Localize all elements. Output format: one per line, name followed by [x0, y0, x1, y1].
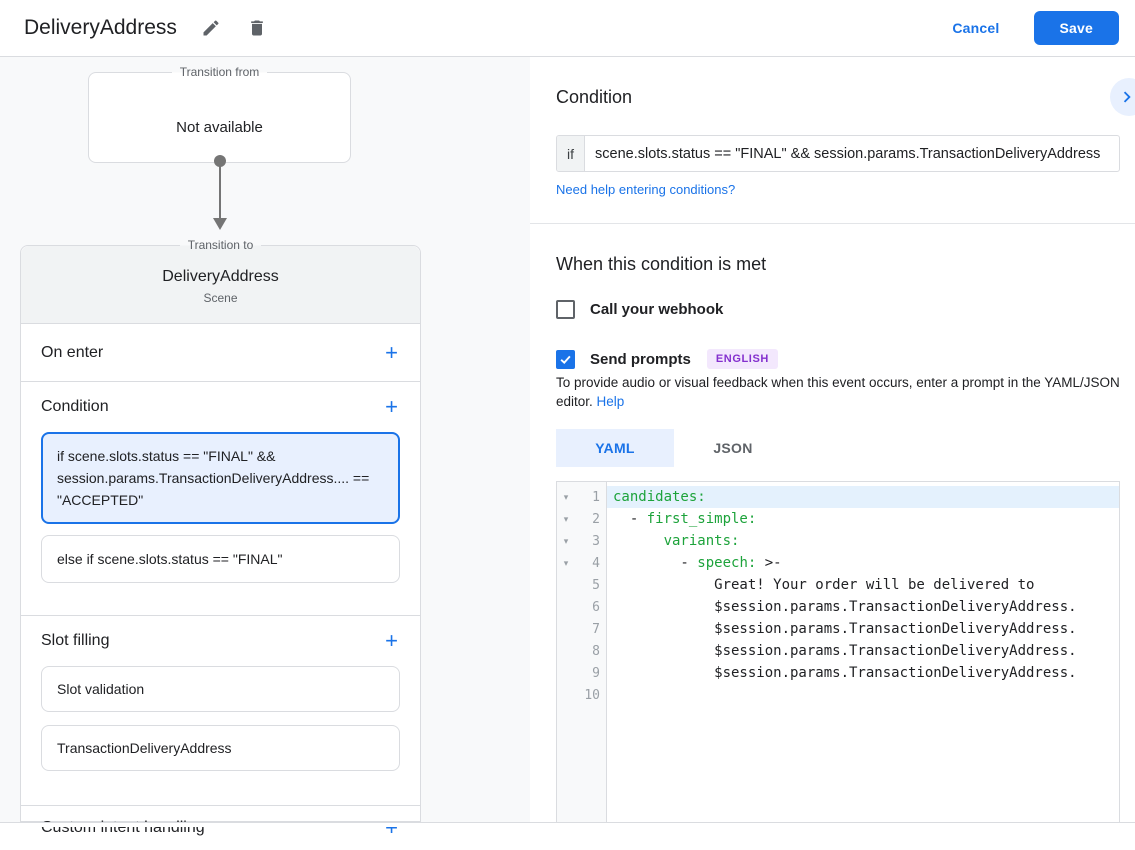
line-number: 8: [592, 643, 600, 659]
line-number: 2: [592, 511, 600, 527]
condition-section-label: Condition: [41, 398, 109, 415]
gutter-row[interactable]: 6: [557, 596, 606, 618]
on-enter-row: On enter +: [21, 324, 420, 382]
send-prompts-row: Send prompts ENGLISH: [556, 349, 778, 369]
condition-section: Condition + if scene.slots.status == "FI…: [21, 382, 420, 616]
page-title: DeliveryAddress: [24, 16, 177, 39]
gutter-row[interactable]: 7: [557, 618, 606, 640]
gutter-row[interactable]: 8: [557, 640, 606, 662]
gutter-row[interactable]: ▾1: [557, 486, 606, 508]
code-line[interactable]: [607, 684, 1119, 706]
gutter-row[interactable]: 5: [557, 574, 606, 596]
line-number: 5: [592, 577, 600, 593]
edit-title-button[interactable]: [199, 16, 223, 40]
language-badge: ENGLISH: [706, 349, 778, 369]
scene-name: DeliveryAddress: [162, 268, 279, 285]
condition-input[interactable]: scene.slots.status == "FINAL" && session…: [595, 145, 1101, 162]
line-number: 4: [592, 555, 600, 571]
send-prompts-checkbox[interactable]: [556, 349, 575, 369]
top-bar: DeliveryAddress Cancel Save: [0, 0, 1135, 57]
prompt-description: To provide audio or visual feedback when…: [556, 375, 1120, 409]
webhook-row: Call your webhook: [556, 300, 723, 319]
code-line[interactable]: variants:: [663, 533, 740, 549]
gutter-row[interactable]: 10: [557, 684, 606, 706]
editor-tabs: YAML JSON: [556, 429, 792, 467]
condition-card[interactable]: else if scene.slots.status == "FINAL": [41, 535, 400, 583]
save-button[interactable]: Save: [1033, 11, 1119, 45]
transition-from-value: Not available: [176, 119, 263, 136]
scene-type-label: Scene: [203, 291, 238, 305]
scene-card-header: DeliveryAddress Scene: [21, 246, 420, 324]
line-number: 10: [584, 687, 600, 703]
send-prompts-label: Send prompts: [590, 350, 691, 368]
trash-icon: [251, 20, 263, 36]
add-on-enter-button[interactable]: +: [385, 339, 398, 365]
add-slot-button[interactable]: +: [385, 628, 398, 653]
fold-arrow-icon[interactable]: ▾: [563, 491, 569, 502]
line-number: 1: [592, 489, 600, 505]
cancel-button[interactable]: Cancel: [952, 20, 1000, 36]
code-line[interactable]: $session.params.TransactionDeliveryAddre…: [613, 643, 1077, 659]
code-line[interactable]: $session.params.TransactionDeliveryAddre…: [613, 599, 1077, 615]
line-number: 9: [592, 665, 600, 681]
call-webhook-label: Call your webhook: [590, 301, 724, 318]
add-custom-intent-button[interactable]: +: [385, 815, 398, 840]
line-number: 6: [592, 599, 600, 615]
collapse-panel-button[interactable]: [1110, 78, 1135, 116]
pencil-icon: [203, 20, 219, 36]
gutter-row[interactable]: ▾2: [557, 508, 606, 530]
add-condition-button[interactable]: +: [385, 394, 398, 419]
section-divider: [530, 223, 1135, 224]
call-webhook-checkbox[interactable]: [556, 300, 575, 319]
slot-filling-section: Slot filling + Slot validation Transacti…: [21, 616, 420, 806]
code-line[interactable]: Great! Your order will be delivered to: [613, 577, 1035, 593]
condition-expression-field: if scene.slots.status == "FINAL" && sess…: [556, 135, 1120, 172]
fold-arrow-icon[interactable]: ▾: [563, 535, 569, 546]
code-line[interactable]: $session.params.TransactionDeliveryAddre…: [613, 621, 1077, 637]
if-prefix-label: if: [557, 136, 585, 171]
on-enter-label: On enter: [41, 343, 104, 361]
editor-code[interactable]: candidates: - first_simple: variants: - …: [607, 482, 1119, 822]
flow-panel: Transition from Not available Transition…: [0, 57, 530, 839]
help-link[interactable]: Help: [596, 394, 625, 409]
line-number: 3: [592, 533, 600, 549]
slot-filling-label: Slot filling: [41, 632, 110, 649]
fold-arrow-icon[interactable]: ▾: [563, 557, 569, 568]
bottom-strip: [0, 822, 1135, 827]
transition-from-label: Transition from: [89, 65, 350, 79]
checkmark-icon: [560, 355, 571, 364]
scene-card: Transition to DeliveryAddress Scene On e…: [20, 238, 421, 839]
gutter-row[interactable]: 9: [557, 662, 606, 684]
condition-card-selected[interactable]: if scene.slots.status == "FINAL" && sess…: [41, 432, 400, 524]
delete-scene-button[interactable]: [245, 16, 269, 40]
fold-arrow-icon[interactable]: ▾: [563, 513, 569, 524]
connector-line: [219, 163, 221, 219]
slot-card[interactable]: TransactionDeliveryAddress: [41, 725, 400, 771]
connector-arrowhead-icon: [213, 218, 227, 230]
condition-help-link[interactable]: Need help entering conditions?: [556, 182, 736, 197]
gutter-row[interactable]: ▾3: [557, 530, 606, 552]
code-line[interactable]: candidates:: [607, 486, 1119, 508]
slot-validation-card[interactable]: Slot validation: [41, 666, 400, 712]
line-number: 7: [592, 621, 600, 637]
code-line[interactable]: $session.params.TransactionDeliveryAddre…: [613, 665, 1077, 681]
custom-intent-row: Custom intent handling +: [21, 806, 420, 850]
tab-json[interactable]: JSON: [713, 440, 753, 456]
code-line[interactable]: - first_simple:: [613, 511, 757, 527]
chevron-right-icon: [1123, 91, 1131, 103]
code-line[interactable]: - speech: >-: [613, 555, 782, 571]
tab-yaml[interactable]: YAML: [556, 429, 674, 467]
when-condition-met-title: When this condition is met: [556, 254, 767, 274]
connector-dot: [214, 155, 226, 167]
gutter-row[interactable]: ▾4: [557, 552, 606, 574]
transition-from-box: Transition from Not available: [88, 65, 351, 163]
condition-detail-panel: Condition if scene.slots.status == "FINA…: [530, 57, 1135, 822]
condition-heading: Condition: [556, 87, 633, 107]
